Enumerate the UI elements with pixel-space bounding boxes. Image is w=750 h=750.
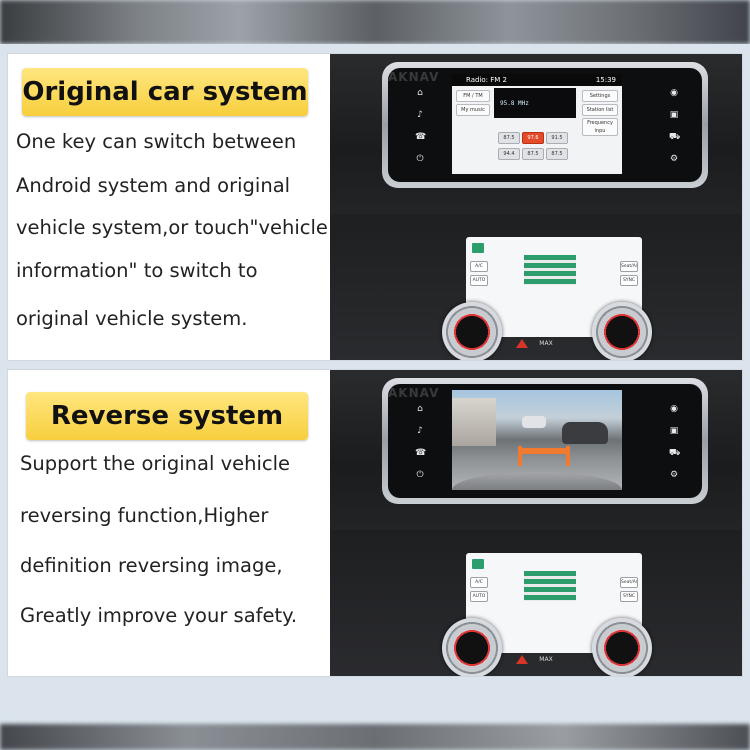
auto-button[interactable]: AUTO — [470, 591, 488, 602]
settings-button[interactable]: Settings — [582, 90, 618, 102]
seat-ac-button[interactable]: Seat/A/C — [620, 261, 638, 272]
parking-guide-right — [566, 446, 570, 466]
description-line: vehicle system,or touch"vehicle — [16, 216, 328, 239]
car-icon[interactable]: ⛟ — [669, 132, 681, 142]
right-temperature-knob[interactable] — [592, 618, 652, 676]
preset-button[interactable]: 91.5 — [546, 132, 568, 144]
seat-ac-button[interactable]: Seat/A/C — [620, 577, 638, 588]
music-icon[interactable]: ♪ — [417, 110, 423, 120]
description-line: One key can switch between — [16, 130, 297, 153]
head-unit-bezel: ⌂ ♪ ☎ ⏻ ◉ — [382, 378, 708, 504]
original-system-photo: ⌂ ♪ ☎ ⏻ Radio: FM 2 15:39 FM / TM My mus… — [330, 54, 742, 360]
climate-mode-indicator — [472, 559, 484, 569]
original-car-system-heading: Original car system — [22, 68, 308, 116]
navigation-icon[interactable]: ◉ — [670, 88, 678, 98]
description-line: information" to switch to — [16, 259, 258, 282]
home-icon[interactable]: ⌂ — [417, 404, 423, 414]
auto-button[interactable]: AUTO — [470, 275, 488, 286]
head-unit-glass: ⌂ ♪ ☎ ⏻ Radio: FM 2 15:39 FM / TM My mus… — [388, 68, 702, 182]
phone-icon[interactable]: ☎ — [415, 448, 427, 458]
home-icon[interactable]: ⌂ — [417, 88, 423, 98]
preset-button[interactable]: 94.4 — [498, 148, 520, 160]
camera-parked-van — [522, 416, 546, 428]
preset-button[interactable]: 87.5 — [522, 148, 544, 160]
right-hard-keys: ◉ ▣ ⛟ ⚙ — [664, 88, 684, 178]
parking-guide-line — [522, 448, 568, 454]
bottom-blurred-strip — [0, 724, 750, 750]
top-blurred-strip — [0, 0, 750, 44]
camera-building — [452, 398, 496, 446]
watermark: AKNAV — [388, 386, 440, 400]
preset-button[interactable]: 87.5 — [546, 148, 568, 160]
original-car-system-panel: Original car system One key can switch b… — [8, 54, 742, 360]
description-line: definition reversing image, — [20, 554, 283, 577]
head-unit-glass: ⌂ ♪ ☎ ⏻ ◉ — [388, 384, 702, 498]
parking-guide-left — [518, 446, 522, 466]
ac-button[interactable]: A/C — [470, 261, 488, 272]
phone-icon[interactable]: ☎ — [415, 132, 427, 142]
fan-level-display — [524, 255, 576, 285]
reverse-camera-view — [452, 390, 622, 490]
station-list-button[interactable]: Station list — [582, 104, 618, 116]
left-hard-keys: ⌂ ♪ ☎ ⏻ — [410, 404, 430, 494]
reverse-system-text: Reverse system Support the original vehi… — [8, 370, 330, 676]
sync-button[interactable]: SYNC — [620, 275, 638, 286]
max-label: MAX — [539, 340, 553, 347]
description-line: Support the original vehicle — [20, 452, 291, 475]
left-temperature-knob[interactable] — [442, 618, 502, 676]
frequency-input-button[interactable]: Frequency inpu — [582, 118, 618, 136]
my-music-button[interactable]: My music — [456, 104, 490, 116]
camera-parked-car — [562, 422, 608, 444]
preset-button-active[interactable]: 97.6 — [522, 132, 544, 144]
media-icon[interactable]: ▣ — [669, 426, 679, 436]
description-line: reversing function,Higher — [20, 504, 269, 527]
radio-frequency-panel: 95.8 MHz — [494, 88, 576, 118]
ac-button[interactable]: A/C — [470, 577, 488, 588]
sync-button[interactable]: SYNC — [620, 591, 638, 602]
frequency-readout: 95.8 MHz — [500, 100, 529, 107]
description-line: Greatly improve your safety. — [20, 604, 298, 627]
hazard-icon[interactable] — [516, 339, 528, 348]
rear-bumper — [452, 472, 622, 490]
power-icon[interactable]: ⏻ — [416, 470, 424, 480]
navigation-icon[interactable]: ◉ — [670, 404, 678, 414]
content-frame: Original car system One key can switch b… — [0, 44, 750, 724]
left-temperature-knob[interactable] — [442, 302, 502, 360]
fan-level-display — [524, 571, 576, 601]
fm-tm-button[interactable]: FM / TM — [456, 90, 490, 102]
music-icon[interactable]: ♪ — [417, 426, 423, 436]
settings-icon[interactable]: ⚙ — [669, 154, 679, 164]
watermark: AKNAV — [388, 70, 440, 84]
max-label: MAX — [539, 656, 553, 663]
right-temperature-knob[interactable] — [592, 302, 652, 360]
reverse-system-photo: ⌂ ♪ ☎ ⏻ ◉ — [330, 370, 742, 676]
screen-status-bar: Radio: FM 2 15:39 — [452, 74, 622, 86]
radio-screen: Radio: FM 2 15:39 FM / TM My music 95.8 … — [452, 74, 622, 174]
description-line: original vehicle system. — [16, 307, 248, 330]
original-car-system-text: Original car system One key can switch b… — [8, 54, 330, 360]
screen-title: Radio: FM 2 — [466, 76, 507, 84]
left-hard-keys: ⌂ ♪ ☎ ⏻ — [410, 88, 430, 178]
media-icon[interactable]: ▣ — [669, 110, 679, 120]
power-icon[interactable]: ⏻ — [416, 154, 424, 164]
reverse-system-panel: Reverse system Support the original vehi… — [8, 370, 742, 676]
climate-mode-indicator — [472, 243, 484, 253]
right-hard-keys: ◉ ▣ ⛟ ⚙ — [664, 404, 684, 494]
head-unit-bezel: ⌂ ♪ ☎ ⏻ Radio: FM 2 15:39 FM / TM My mus… — [382, 62, 708, 188]
screen-time: 15:39 — [595, 76, 616, 84]
description-line: Android system and original — [16, 174, 291, 197]
hazard-icon[interactable] — [516, 655, 528, 664]
preset-button[interactable]: 87.5 — [498, 132, 520, 144]
car-icon[interactable]: ⛟ — [669, 448, 681, 458]
reverse-system-heading: Reverse system — [26, 392, 308, 440]
settings-icon[interactable]: ⚙ — [669, 470, 679, 480]
